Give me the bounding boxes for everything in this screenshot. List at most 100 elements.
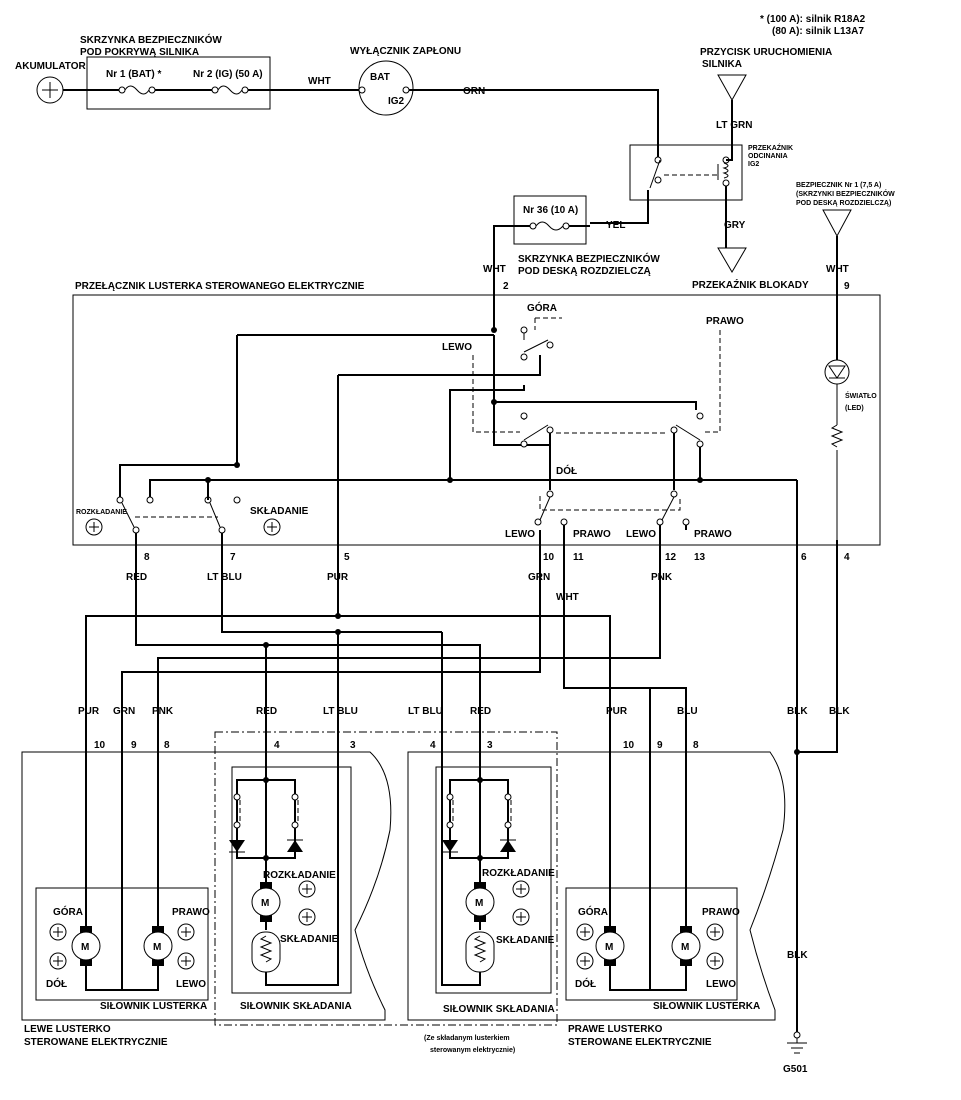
pin-3: 3 [350,740,356,751]
wire-wht: WHT [556,592,579,603]
fold-switch-right [442,793,516,853]
wire-ltblu: LT BLU [207,572,242,583]
fuse-icon [118,85,156,95]
pin-9: 9 [844,281,850,292]
pin-10: 10 [623,740,635,751]
right-fold-label: SIŁOWNIK SKŁADANIA [443,1004,555,1015]
pin-12: 12 [665,552,677,563]
wire-gry: GRY [724,220,746,231]
left-actuator-label: SIŁOWNIK LUSTERKA [100,1001,207,1012]
pin-6: 6 [801,552,807,563]
battery-icon [36,76,64,104]
plus-icon [85,518,103,536]
ignition-title: WYŁĄCZNIK ZAPŁONU [350,46,461,57]
relay-coil-icon [717,162,729,180]
switch-contacts [116,326,704,534]
sw-led: (LED) [845,405,864,412]
plus-icon [512,908,530,926]
sw-prawo2: PRAWO [573,529,611,540]
sw-dol: DÓŁ [556,464,577,477]
left-fold-actuator [231,766,352,994]
plus-icon [177,952,195,970]
fold-switch-left [229,793,303,853]
plus-icon [49,952,67,970]
fuse36-label: Nr 36 (10 A) [523,205,578,216]
diode-icon [442,840,458,852]
plus-icon [512,880,530,898]
plus-icon [706,952,724,970]
wire-blk: BLK [787,950,808,961]
sw-swiatlo: ŚWIATŁO [845,391,877,400]
plus-icon [706,923,724,941]
note-line2: (80 A): silnik L13A7 [772,26,864,37]
diode-icon [229,840,245,852]
wire-yel: YEL [606,220,625,231]
connector-icon [717,247,747,273]
dash-fusebox [513,195,587,245]
start-button-label2: SILNIKA [702,59,742,70]
folding-option-frame [214,731,558,1026]
left-mirror-label1: LEWE LUSTERKO [24,1024,111,1035]
motor-icon: M [251,882,281,922]
connector-icon [717,74,747,102]
sw-lewo3: LEWO [626,529,656,540]
fuse-icon [211,85,249,95]
engine-fusebox-label2: POD POKRYWĄ SILNIKA [80,47,199,58]
pin-9: 9 [657,740,663,751]
fuse1-dash-label3: POD DESKĄ ROZDZIELCZĄ) [796,200,891,207]
pin-10: 10 [543,552,555,563]
svg-text:M: M [153,942,161,953]
sw-prawo3: PRAWO [694,529,732,540]
engine-fusebox [86,56,271,110]
sw-lewo2: LEWO [505,529,535,540]
relay-label2: ODCINANIA [748,153,788,160]
dash-fusebox-label2: POD DESKĄ ROZDZIELCZĄ [518,266,651,277]
relay-label1: PRZEKAŹNIK [748,143,793,152]
motor-icon: M [465,882,495,922]
left-gora: GÓRA [53,905,83,918]
right-fold-actuator [435,766,552,994]
right-mirror-actuator [565,887,738,1001]
battery-label: AKUMULATOR [15,61,87,72]
wire-blu: BLU [677,706,698,717]
pin-2: 2 [503,281,509,292]
right-gora: GÓRA [578,905,608,918]
plus-icon [298,880,316,898]
wire-pur: PUR [606,706,628,717]
wire-pur: PUR [78,706,100,717]
plus-icon [49,923,67,941]
right-dol: DÓŁ [575,977,596,990]
pin-11: 11 [573,552,584,563]
left-mirror-outline [21,751,392,1021]
pin-3: 3 [487,740,493,751]
dash-fusebox-label1: SKRZYNKA BEZPIECZNIKÓW [518,252,660,265]
start-button-label1: PRZYCISK URUCHOMIENIA [700,47,832,58]
pin-4: 4 [274,740,280,751]
ignition-bat: BAT [370,72,390,83]
left-lewo: LEWO [176,979,206,990]
ground-icon [787,1042,807,1054]
wire-pnk: PNK [152,706,174,717]
right-lewo: LEWO [706,979,736,990]
left-dol: DÓŁ [46,977,67,990]
sw-skladanie: SKŁADANIE [250,506,309,517]
pin-9: 9 [131,740,137,751]
pin-8: 8 [144,552,150,563]
pin-4: 4 [430,740,436,751]
plus-icon [576,923,594,941]
right-mirror-label1: PRAWE LUSTERKO [568,1024,663,1035]
wire-wht: WHT [483,264,506,275]
wire-pnk: PNK [651,572,673,583]
wire-blk: BLK [787,706,808,717]
left-mirror-label2: STEROWANE ELEKTRYCZNIE [24,1037,168,1048]
folding-note2: sterowanym elektrycznie) [430,1047,515,1054]
motor-icon: M [143,926,173,966]
svg-text:M: M [605,942,613,953]
svg-text:M: M [681,942,689,953]
note-line1: * (100 A): silnik R18A2 [760,14,866,25]
diode-icon [500,840,516,852]
ptc-icon [465,931,495,973]
engine-fusebox-label1: SKRZYNKA BEZPIECZNIKÓW [80,33,222,46]
pin-7: 7 [230,552,236,563]
